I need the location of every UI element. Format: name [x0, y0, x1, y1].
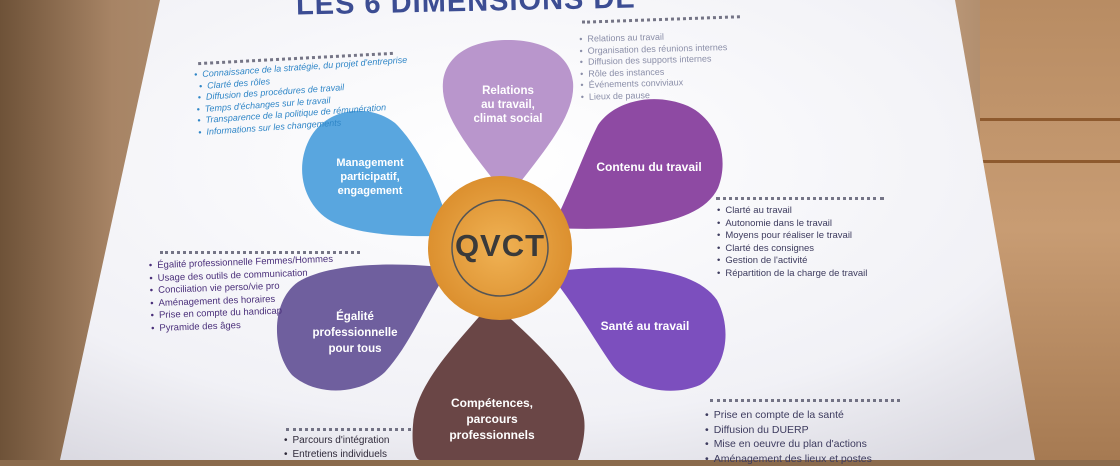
petal-label-contenu: Contenu du travail — [584, 160, 714, 174]
list-item: Aménagement des lieux et postes — [705, 452, 872, 466]
list-sante: Prise en compte de la santé Diffusion du… — [705, 408, 872, 466]
petal-label-management: Management participatif, engagement — [312, 156, 428, 198]
list-contenu: Clarté au travail Autonomie dans le trav… — [717, 205, 867, 280]
list-item: Prise en compte de la santé — [705, 408, 872, 423]
list-item: Clarté au travail — [717, 205, 867, 218]
list-item: Gestion de l'activité — [717, 255, 867, 268]
list-item: Moyens pour réaliser le travail — [717, 230, 867, 243]
petal-label-relations: Relations au travail, climat social — [452, 84, 564, 126]
center-label: QVCT — [448, 228, 552, 264]
petal-label-competences: Compétences, parcours professionnels — [432, 395, 552, 443]
list-competences: Parcours d'intégration Entretiens indivi… — [284, 434, 389, 462]
list-item: Autonomie dans le travail — [717, 218, 867, 231]
list-egalite: Égalité professionnelle Femmes/Hommes Us… — [149, 254, 336, 335]
list-item: Parcours d'intégration — [284, 434, 389, 448]
list-item: Mise en oeuvre du plan d'actions — [705, 437, 872, 452]
dotted-separator — [286, 428, 411, 431]
list-item: Clarté des consignes — [717, 243, 867, 256]
list-item: Diffusion du DUERP — [705, 423, 872, 438]
dotted-separator — [716, 197, 884, 200]
dotted-separator — [710, 399, 900, 402]
list-item: Répartition de la charge de travail — [717, 268, 867, 281]
petal-label-sante: Santé au travail — [580, 319, 710, 333]
list-relations: Relations au travail Organisation des ré… — [579, 30, 729, 103]
